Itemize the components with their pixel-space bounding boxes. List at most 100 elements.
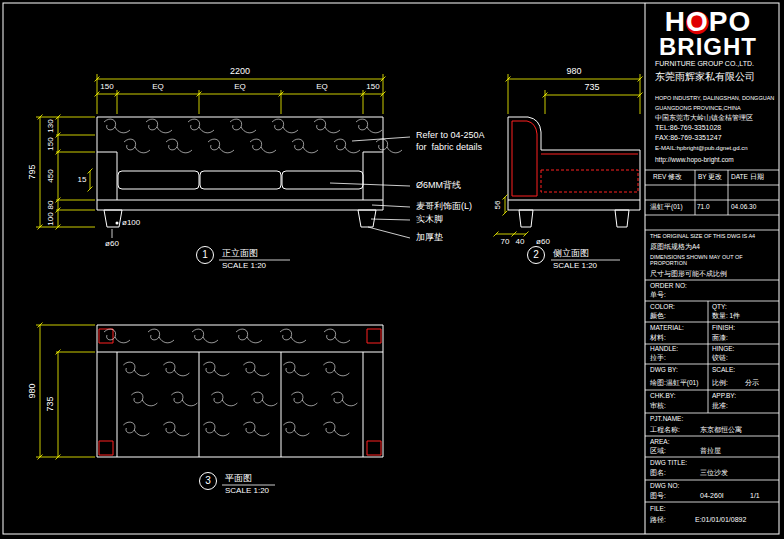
title-block-text: 数量: 1件 — [712, 313, 740, 320]
drawing-label: 150 — [366, 83, 379, 91]
fabric-swirl — [188, 119, 214, 133]
dimension-line — [543, 90, 643, 114]
title-block-text: HOPO — [665, 7, 751, 36]
fabric-swirl — [203, 362, 229, 376]
drawing-label: 2200 — [230, 67, 250, 76]
drawing-label: ø60 — [105, 240, 119, 248]
drawing-label: Refer to 04-250A — [416, 131, 485, 140]
dimension-line — [494, 232, 529, 237]
title-block-text: 中国东莞市大岭山镇金桔管理区 — [655, 115, 753, 122]
drawing-label: 150 — [100, 83, 113, 91]
title-block-text: DATE 日期 — [731, 174, 764, 181]
fabric-swirl — [291, 392, 317, 406]
drawing-label: EQ — [234, 83, 246, 91]
title-block-text: FAX:86-769-3351247 — [655, 134, 722, 141]
seat-cushion — [282, 171, 363, 189]
fabric-swirl — [131, 392, 157, 406]
title-block-text: 图名: — [650, 470, 666, 477]
title-block-text: 71.0 — [697, 204, 710, 211]
fabric-swirl — [211, 392, 237, 406]
title-block-text: 面漆: — [712, 335, 728, 342]
dimension-line — [95, 90, 386, 114]
title-block-text: 批准: — [712, 403, 728, 410]
view-number-circle: 3 — [199, 472, 217, 490]
title-block-grid — [645, 170, 779, 502]
view-title-underline — [219, 260, 290, 261]
title-block-text: FINISH: — [712, 325, 735, 332]
dimension-line — [36, 323, 95, 460]
drawing-label: Ø6MM背线 — [416, 181, 461, 190]
fabric-swirl — [236, 329, 262, 343]
title-block-text: E-MAIL:hpbright@pub.dgnet.gd.cn — [655, 145, 747, 151]
title-block-text: 路径: — [650, 517, 666, 524]
drawing-label: ø60 — [536, 238, 550, 246]
view-number: 1 — [202, 250, 208, 260]
drawing-label: 980 — [566, 67, 581, 76]
title-block-text: 颜色: — [650, 313, 666, 320]
title-block-text: DIMENSIONS SHOWN MAY OUT OF PROPORTION — [650, 255, 768, 267]
title-block-text: FURNITURE GROUP CO.,LTD. — [655, 60, 754, 67]
title-block-text: 东莞雨辉家私有限公司 — [655, 72, 755, 83]
sofa-side-outline — [508, 117, 640, 210]
dimension-line — [88, 169, 93, 192]
title-block-text: HANDLE: — [650, 346, 678, 353]
drawing-label: 70 — [501, 238, 510, 246]
drawing-label: SCALE 1:20 — [222, 262, 266, 270]
fabric-swirl — [251, 392, 277, 406]
title-block-text: 普拉屋 — [700, 447, 721, 454]
dimension-lines — [36, 74, 643, 460]
title-block-text: PJT.NAME: — [650, 416, 683, 423]
drawing-label: 80 — [47, 201, 55, 210]
seat-cushion — [200, 171, 281, 189]
title-block-text: CHK.BY: — [650, 393, 676, 400]
title-block-text: 图号: — [650, 493, 666, 500]
dimension-line — [56, 115, 96, 230]
title-block-text: DWG BY: — [650, 367, 678, 374]
drawing-label: 麦哥利饰面(L) — [416, 202, 472, 211]
title-block-text: HINGE: — [712, 346, 734, 353]
title-block-text: 材料: — [650, 335, 666, 342]
title-block-text: AREA: — [650, 439, 670, 446]
title-block-text: 区域: — [650, 448, 666, 455]
title-block-text: 审核: — [650, 403, 666, 410]
fabric-swirl — [104, 329, 130, 343]
dimension-line — [56, 350, 96, 460]
fabric-swirl — [146, 119, 172, 133]
drawing-label: 40 — [516, 238, 525, 246]
drawing-label: 130 — [47, 119, 55, 132]
title-block-text: 工程名称: — [650, 427, 680, 434]
fabric-swirl — [243, 422, 269, 436]
title-block-text: 04-260I — [700, 492, 724, 499]
title-block-text: QTY: — [712, 304, 727, 311]
seat-cushion-hidden — [541, 170, 638, 192]
fabric-swirl — [123, 362, 149, 376]
drawing-label: 795 — [28, 164, 37, 179]
fabric-swirl — [323, 362, 349, 376]
drawing-label: 735 — [584, 83, 599, 92]
drawing-label: 735 — [46, 396, 55, 411]
title-block-text: E:01/01/01/0892 — [695, 516, 746, 523]
drawing-label: 450 — [47, 169, 55, 182]
view-number: 3 — [205, 476, 211, 486]
title-block-text: 东京都恒公寓 — [700, 426, 742, 433]
title-block-text: 温虹平(01) — [650, 204, 683, 211]
fabric-swirl — [163, 422, 189, 436]
view-number: 2 — [533, 250, 539, 260]
fabric-swirl — [250, 139, 276, 153]
title-block-text: 绘图:温虹平(01) — [650, 380, 698, 387]
title-block-text: 原图纸规格为A4 — [650, 244, 700, 251]
drawing-label: 加厚垫 — [416, 233, 443, 242]
fabric-swirl — [104, 119, 130, 133]
title-block-text: 比例: — [712, 380, 728, 387]
title-block-text: SCALE: — [712, 367, 735, 374]
title-block-text: GUANGDONG PROVINCE,CHINA — [655, 106, 741, 112]
drawing-label: 正立面图 — [222, 249, 258, 258]
title-block-text: APP.BY: — [712, 393, 736, 400]
leader-line — [330, 137, 410, 238]
fabric-swirl — [334, 139, 360, 153]
title-block-text: 拉手: — [650, 355, 666, 362]
fabric-swirl — [123, 422, 149, 436]
sofa-leg — [104, 210, 376, 227]
fabric-swirl — [163, 362, 189, 376]
view-number-circle: 1 — [196, 246, 214, 264]
